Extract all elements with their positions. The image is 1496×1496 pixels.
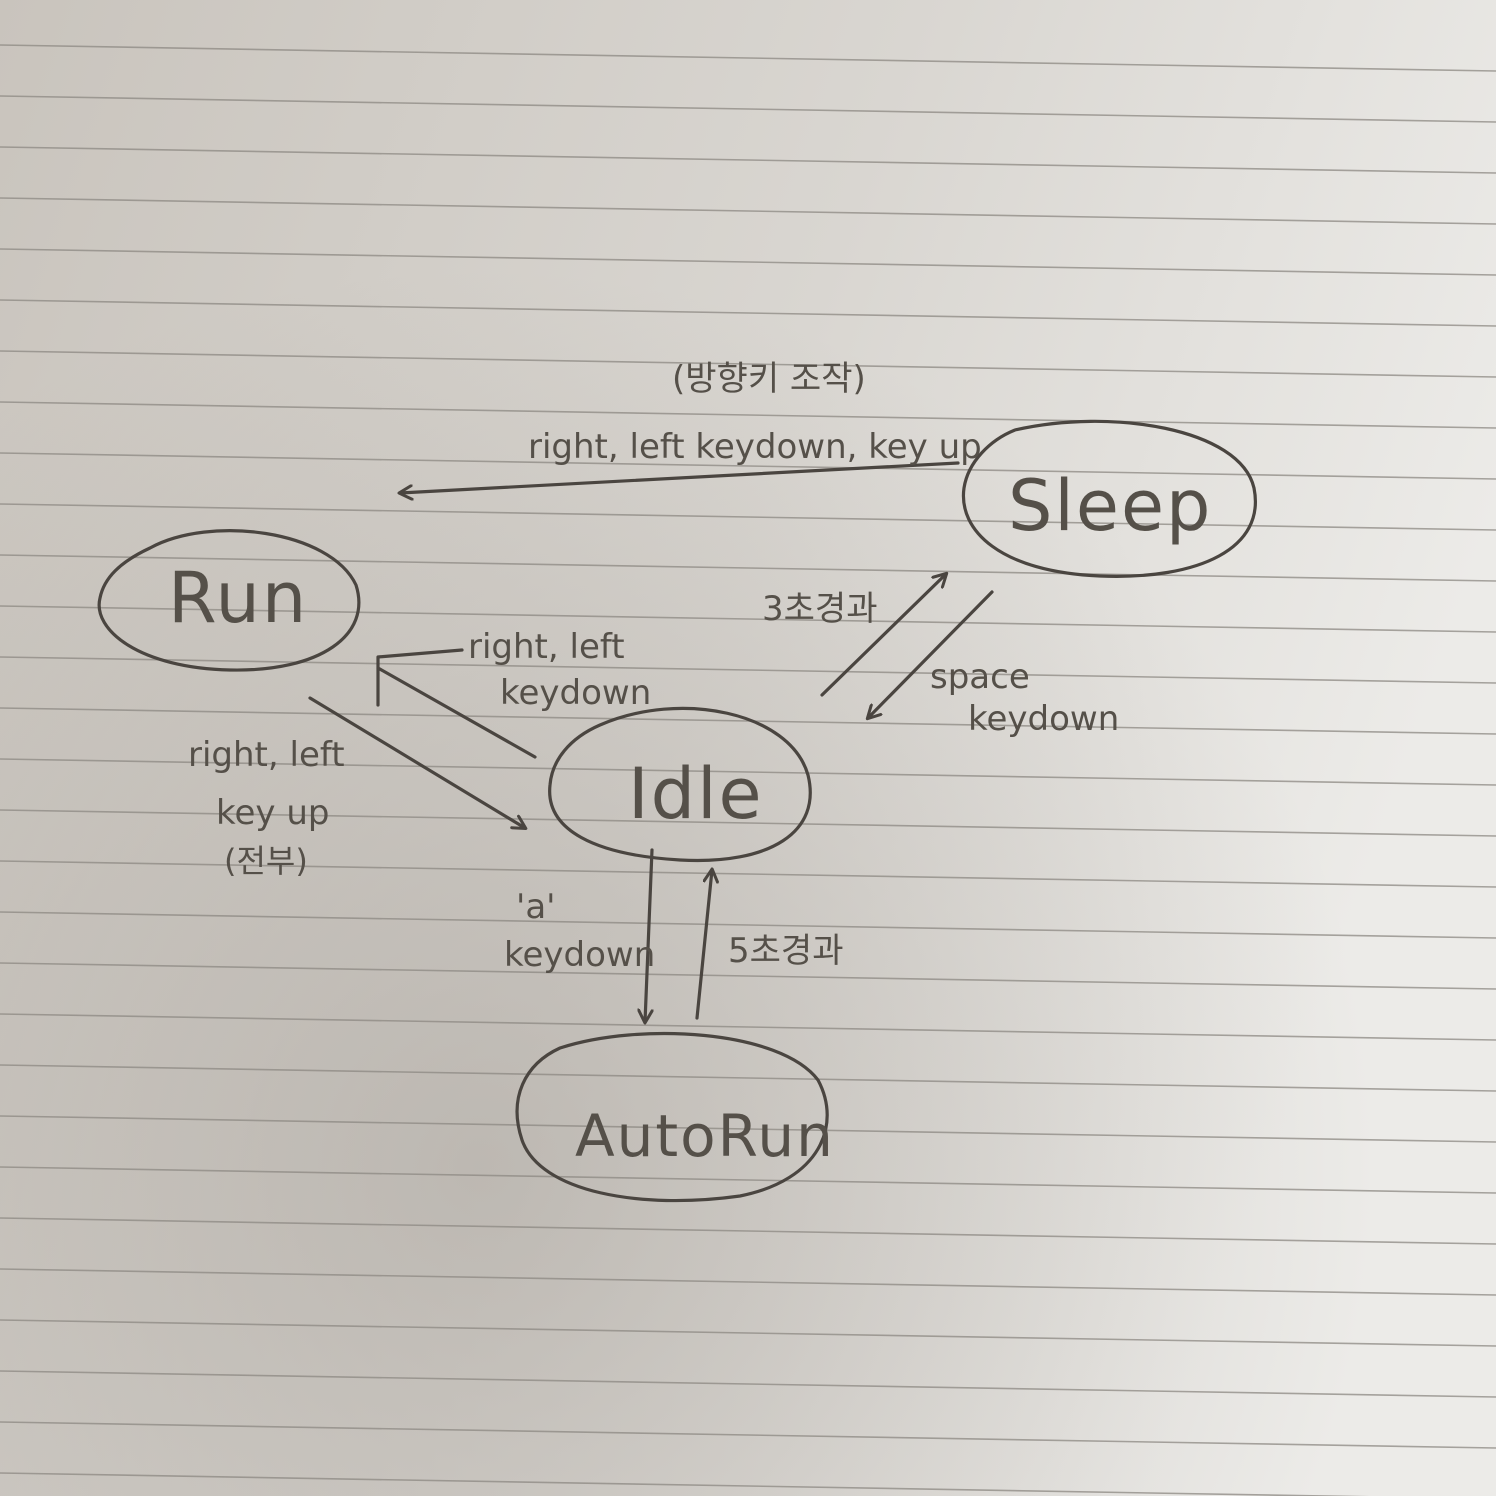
state-sleep-ellipse <box>961 419 1257 578</box>
ruled-line <box>0 197 1496 225</box>
ruled-line <box>0 95 1496 123</box>
state-autorun-label: AutoRun <box>575 1102 835 1170</box>
ruled-line <box>0 1370 1496 1398</box>
ruled-line <box>0 503 1496 531</box>
arrow-run-to-idle <box>308 696 525 828</box>
ruled-line <box>0 1166 1496 1194</box>
arrow-sleep-to-idle <box>868 590 994 718</box>
ruled-line <box>0 656 1496 684</box>
state-run-label: Run <box>168 557 308 639</box>
ruled-line <box>0 1319 1496 1347</box>
label-idle-to-sleep: 3초경과 <box>762 589 877 629</box>
state-idle-ellipse <box>548 706 812 863</box>
arrow-idle-to-run <box>376 648 537 759</box>
state-idle-label: Idle <box>628 753 764 835</box>
ruled-line <box>0 554 1496 582</box>
label-run-to-idle-line2: key up <box>216 793 329 833</box>
ruled-line <box>0 911 1496 939</box>
state-sleep-label: Sleep <box>1008 465 1212 547</box>
label-idle-to-autorun-line1: 'a' <box>516 887 556 927</box>
ruled-line <box>0 758 1496 786</box>
ruled-line <box>0 1064 1496 1092</box>
label-idle-to-run-line1: right, left <box>468 627 625 667</box>
arrow-autorun-to-idle <box>695 870 712 1020</box>
arrow-idle-to-autorun <box>645 848 654 1022</box>
ruled-line <box>0 860 1496 888</box>
ruled-line <box>0 299 1496 327</box>
ruled-line <box>0 452 1496 480</box>
ruled-line <box>0 146 1496 174</box>
ruled-lines <box>0 44 1496 1496</box>
ruled-line <box>0 1421 1496 1449</box>
ruled-line <box>0 401 1496 429</box>
ruled-line <box>0 1217 1496 1245</box>
ruled-line <box>0 1013 1496 1041</box>
label-sleep-to-run: right, left keydown, key up <box>528 427 982 467</box>
ruled-line <box>0 605 1496 633</box>
label-run-to-idle-line1: right, left <box>188 735 345 775</box>
label-sleep-to-idle-line1: space <box>930 657 1030 697</box>
label-idle-to-run-line2: keydown <box>500 673 651 713</box>
arrow-idle-to-sleep <box>820 574 946 697</box>
label-sleep-to-run-note: (방향키 조작) <box>672 359 866 399</box>
ruled-line <box>0 1115 1496 1143</box>
label-sleep-to-idle-line2: keydown <box>968 699 1119 739</box>
ruled-line <box>0 44 1496 72</box>
ruled-line <box>0 809 1496 837</box>
label-autorun-to-idle: 5초경과 <box>728 931 843 971</box>
ruled-line <box>0 1472 1370 1496</box>
ruled-line <box>0 248 1496 276</box>
ruled-line <box>0 1268 1496 1296</box>
label-idle-to-autorun-line2: keydown <box>504 935 655 975</box>
state-run-ellipse <box>97 529 361 672</box>
arrow-sleep-to-run <box>400 461 960 493</box>
label-run-to-idle-line3: (전부) <box>224 842 308 880</box>
ruled-line <box>0 962 1496 990</box>
ruled-line <box>0 350 1496 378</box>
state-autorun-ellipse <box>515 1031 829 1203</box>
